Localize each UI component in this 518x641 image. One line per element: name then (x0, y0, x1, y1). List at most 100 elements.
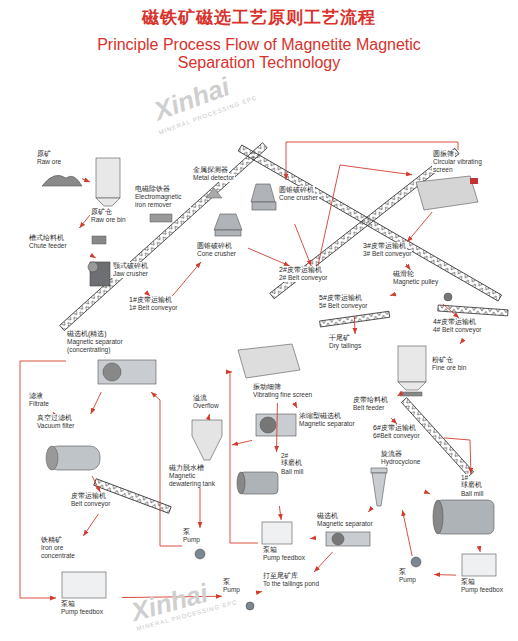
flow-line (397, 394, 400, 396)
equipment-name-en: Ball mill (460, 490, 484, 497)
equipment-name-zh: 打至尾矿库 (262, 572, 299, 580)
equipment-node: 3#皮带运输机3# Belt conveyor (362, 242, 434, 264)
iron-remover-icon (150, 214, 172, 222)
equipment-name-en: Magnetic separator (316, 520, 374, 527)
flow-line (444, 438, 471, 474)
equipment-name-zh: 泵箱 (262, 546, 278, 554)
flow-line (390, 295, 392, 297)
label-slot: Principle Process Flow of Magnetite Magn… (70, 36, 448, 73)
flow-line (79, 215, 90, 228)
ball-mill-icon (433, 500, 443, 534)
equipment-node: 圆锥破碎机Cone crusher (196, 212, 248, 262)
equipment-name-zh: 泵 (182, 528, 191, 536)
flow-line (82, 179, 90, 182)
vacuum-filter-icon (46, 446, 100, 470)
hydrocyclone-icon (372, 473, 386, 506)
equipment-name-en: 3# Belt conveyor (362, 250, 412, 257)
equipment-name-en: Belt conveyor (70, 500, 111, 507)
equipment-name-zh: 溢流 (192, 394, 208, 402)
title-slot: 磁铁矿磁选工艺原则工艺流程 (0, 6, 518, 29)
label-stack: 振动细筛Vibrating fine screen (252, 383, 313, 399)
equipment-name-en: 4# Belt conveyor (432, 326, 482, 333)
circular-screen-icon (416, 176, 478, 210)
label-stack: 4#皮带运输机4# Belt conveyor (432, 318, 482, 334)
pump-feedbox-icon (262, 522, 292, 544)
metal-detector-icon (206, 188, 222, 198)
dewatering-tank-icon (192, 420, 222, 460)
label-stack: 6#皮带运输机6#Belt conveyor (372, 424, 421, 440)
conveyor-truss (60, 143, 268, 331)
equipment-name-en: Vacuum filter (36, 422, 75, 429)
equipment-node: 溢流Overflow (192, 394, 232, 414)
flow-line (402, 510, 412, 556)
equipment-name-en: Iron ore concentrate (40, 544, 87, 559)
label-stack: 圆振筛Circular vibrating screen (432, 150, 494, 173)
flow-line (258, 591, 262, 593)
label-stack: 泵箱Pump feedbox (460, 578, 504, 594)
label-stack: 真空过滤机Vacuum filter (36, 414, 75, 430)
flow-line (295, 224, 312, 266)
label-stack: 皮带给料机Belt feeder (352, 396, 389, 412)
equipment-name-zh: 泵 (222, 578, 231, 586)
label-stack: 磁滑轮Magnetic pulley (392, 270, 439, 286)
equipment-name-en: Dry tailings (328, 342, 362, 349)
equipment-node: 原矿仓Raw ore bin (90, 156, 130, 225)
cone-crusher-icon (252, 202, 276, 210)
equipment-name-zh: 泵箱 (460, 578, 476, 586)
equipment-node: 磁选机(精选)Magnetic separator (concentrating… (66, 330, 166, 392)
equipment-name-en: Magnetic pulley (392, 278, 439, 285)
equipment-node: 泵Pump (222, 578, 258, 614)
equipment-name-zh: 磁滑轮 (392, 270, 415, 278)
label-stack: 圆锥破碎机Cone crusher (196, 242, 237, 258)
flow-line (200, 488, 201, 528)
equipment-name-zh: 皮带运输机 (70, 492, 107, 500)
flow-line (354, 316, 356, 334)
label-stack: 原矿Raw ore (36, 150, 62, 166)
label-stack: 5#皮带运输机5# Belt conveyor (318, 294, 368, 310)
equipment-name-zh: 真空过滤机 (36, 414, 73, 422)
flow-line (368, 510, 370, 512)
magnetic-separator-icon (256, 414, 296, 436)
dewatering-tank-icon (192, 420, 222, 460)
equipment-name-en: Pump (182, 536, 201, 543)
label-stack: 槽式给料机Chute feeder (28, 234, 68, 250)
equipment-node: 原矿Raw ore (36, 150, 82, 188)
flow-line (20, 361, 66, 598)
flow-line (426, 492, 430, 494)
equipment-name-en: Filtrate (28, 400, 50, 407)
label-stack: 泵Pump (222, 578, 241, 594)
conveyor-truss (60, 143, 508, 514)
equipment-name-en: Pump feedbox (262, 554, 306, 561)
title: 磁铁矿磁选工艺原则工艺流程 (142, 6, 376, 29)
label-stack: 皮带运输机Belt conveyor (70, 492, 111, 508)
equipment-name-zh: 浓缩型磁选机 (298, 412, 342, 420)
fine-screen-icon (238, 344, 300, 378)
magnetic-separator-icon (332, 533, 344, 545)
equipment-node: 皮带给料机Belt feeder (352, 396, 408, 418)
equipment-name-en: Pump feedbox (460, 586, 504, 593)
pump-feedbox-icon (62, 572, 106, 598)
equipment-node: 圆锥破碎机Cone crusher (250, 180, 322, 224)
flow-line (314, 552, 332, 572)
magnetic-separator-icon (326, 532, 370, 546)
equipment-name-en: Magnetic dewatering tank (168, 472, 228, 487)
label-stack: 泵Pump (398, 568, 417, 584)
ball-mill-icon (436, 500, 494, 534)
equipment-name-en: Hydrocyclone (380, 458, 421, 465)
equipment-name-en: Fine ore bin (431, 364, 467, 371)
equipment-name-en: To the tailings pond (262, 580, 320, 587)
pump-icon (195, 549, 205, 559)
equipment-node: 泵箱Pump feedbox (456, 552, 514, 600)
ore-pile-icon (42, 175, 82, 186)
equipment-name-en: Metal detector (192, 174, 235, 181)
ore-pile-icon (42, 175, 82, 186)
equipment-name-zh: 圆锥破碎机 (196, 242, 233, 250)
equipment-name-zh: 磁选机 (316, 512, 339, 520)
cone-crusher-icon (215, 230, 241, 236)
equipment-name-zh: 颚式破碎机 (112, 262, 149, 270)
equipment-node: 2#皮带运输机2# Belt conveyor (278, 266, 353, 288)
label-stack: 1#皮带运输机1# Belt conveyor (128, 296, 178, 312)
label-stack: 磁选机(精选)Magnetic separator (concentrating… (66, 330, 138, 353)
equipment-name-en: Electromagnetic iron remover (134, 193, 191, 208)
equipment-name-zh: 球磨机 (460, 481, 483, 489)
